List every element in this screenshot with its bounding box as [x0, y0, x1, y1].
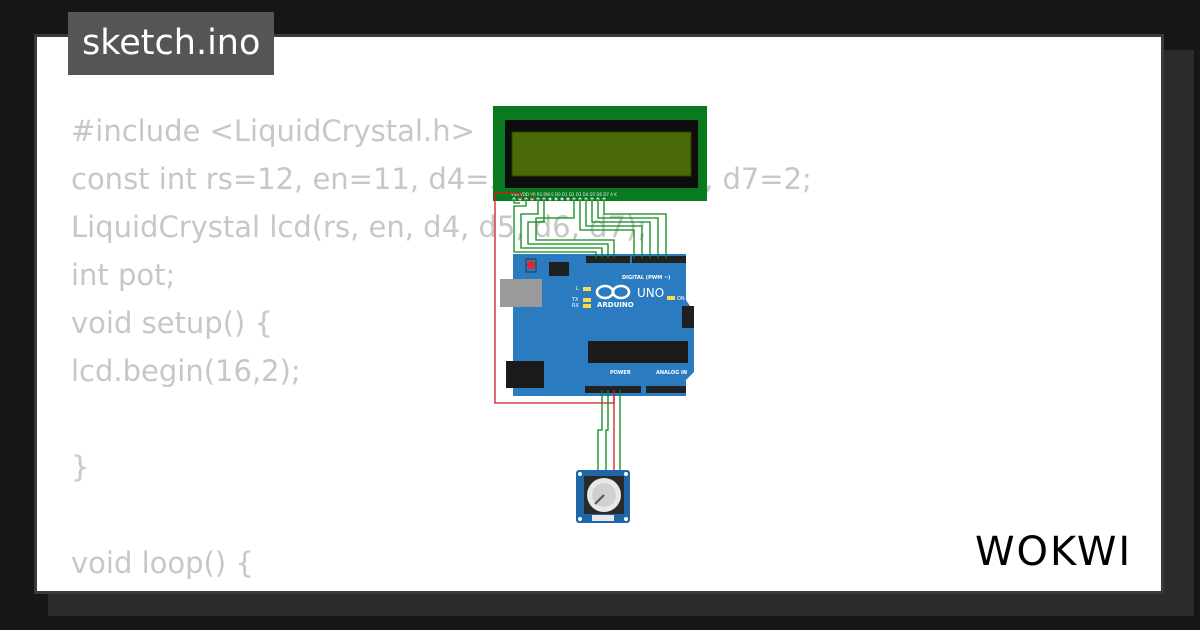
board-brand-label: ARDUINO: [597, 301, 634, 309]
lcd-display: VSS VDD V0 RS RW E D0 D1 D2 D3 D4 D5 D6 …: [493, 106, 707, 201]
led-label-rx: RX: [572, 303, 579, 309]
code-line: int pot;: [71, 258, 176, 292]
potentiometer: [576, 470, 630, 523]
code-line: #include <LiquidCrystal.h>: [71, 114, 475, 148]
code-line: void loop() {: [71, 546, 254, 580]
file-tab-label: sketch.ino: [82, 23, 261, 63]
wokwi-logo-text: wokwi: [975, 529, 1133, 575]
code-line: pot = analogRead(A0);: [71, 587, 812, 591]
arduino-logo-icon: [595, 284, 631, 300]
circuit-diagram: VSS VDD V0 RS RW E D0 D1 D2 D3 D4 D5 D6 …: [493, 106, 707, 523]
analog-pins-label: ANALOG IN: [656, 370, 687, 376]
led-label-on: ON: [677, 296, 685, 302]
power-pins-label: POWER: [610, 370, 631, 376]
file-tab[interactable]: sketch.ino: [68, 12, 275, 75]
code-preview: #include <LiquidCrystal.h>const int rs=1…: [71, 107, 812, 591]
arduino-uno-board: L TX RX ON DIGITAL (PWM ~) ARDUINO UNO P…: [500, 254, 694, 396]
lcd-pin-labels: VSS VDD V0 RS RW E D0 D1 D2 D3 D4 D5 D6 …: [511, 192, 617, 197]
led-label-l: L: [576, 286, 579, 292]
code-line: lcd.begin(16,2);: [71, 354, 301, 388]
led-label-tx: TX: [571, 297, 579, 303]
digital-pins-label: DIGITAL (PWM ~): [622, 275, 670, 281]
board-model-label: UNO: [637, 286, 664, 300]
wokwi-logo: wokwi: [975, 524, 1155, 580]
code-line: }: [71, 450, 90, 484]
code-line: void setup() {: [71, 306, 273, 340]
code-line: LiquidCrystal lcd(rs, en, d4, d5, d6, d7…: [71, 210, 648, 244]
